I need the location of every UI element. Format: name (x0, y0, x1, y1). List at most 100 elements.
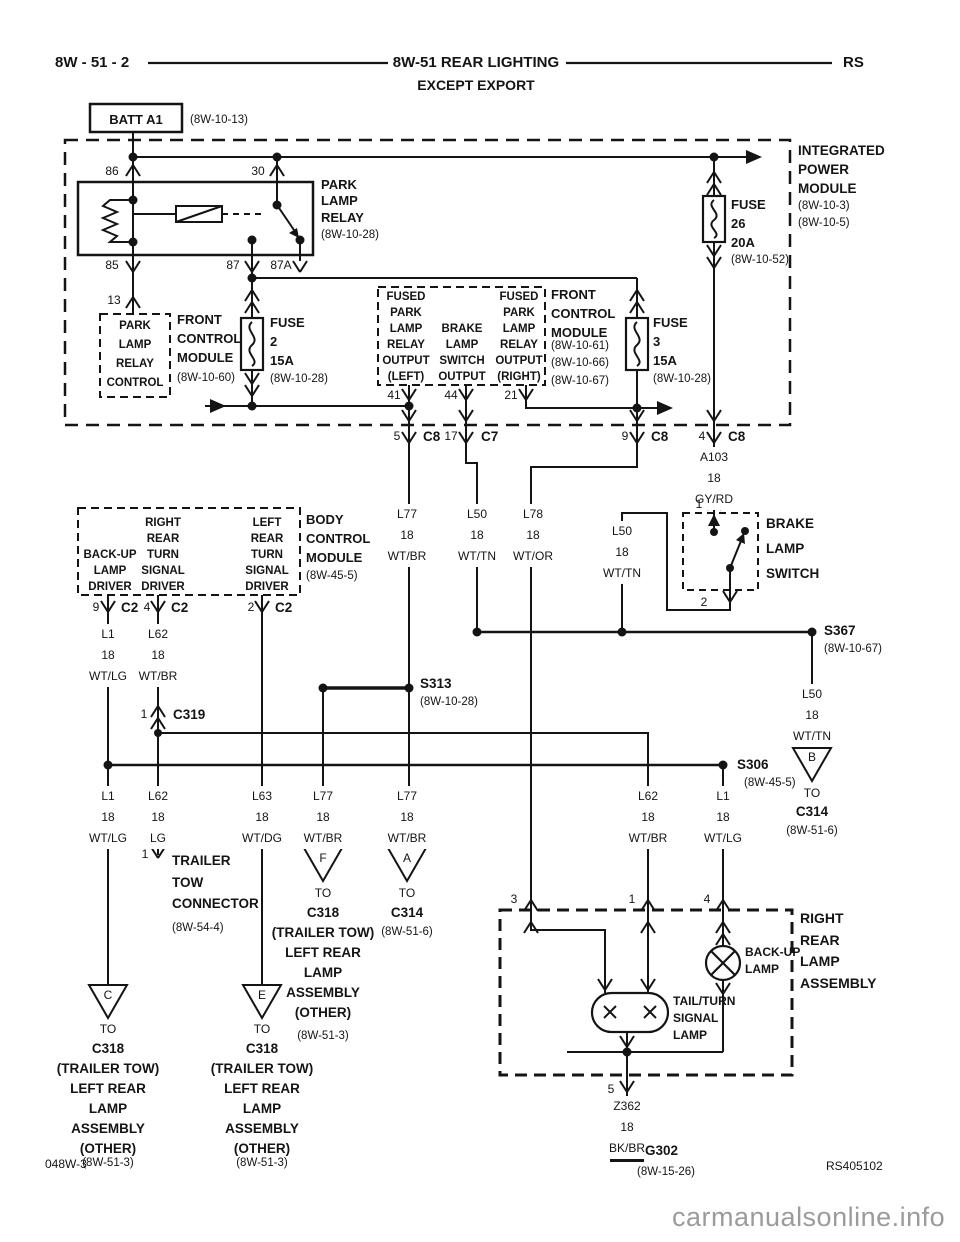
fcm-out-brake: BRAKE LAMP SWITCH OUTPUT (438, 323, 486, 384)
triangle-e-to: TO (253, 1022, 271, 1036)
connector-c2-b: C2 (171, 600, 189, 615)
triangle-b-icon (791, 747, 833, 784)
junction-dots (103, 152, 817, 1057)
fcm-pin-44: 44 (444, 388, 458, 402)
fuse26-icon (701, 194, 727, 244)
triangle-f-letter: F (319, 851, 327, 865)
rrla-backup-lamp-label: BACK-UP LAMP (745, 945, 801, 976)
triangle-c-ref: (8W-51-3) (82, 1157, 134, 1169)
trailer-tow-ref: (8W-54-4) (172, 922, 224, 934)
page-id: 8W - 51 - 2 (55, 54, 130, 71)
connector-c7: C7 (481, 429, 499, 444)
bcm-name: BODY CONTROL MODULE (306, 512, 371, 565)
wire-rail-right (525, 385, 670, 409)
rrla-pin3-path (530, 898, 606, 993)
relay-pin-87a: 87A (270, 258, 292, 272)
rrla-pin-3: 3 (510, 892, 518, 906)
connector-c2-c: C2 (275, 600, 293, 615)
fuse2-wave-icon (248, 321, 256, 367)
fuse26-name: FUSE 26 20A (731, 197, 766, 250)
ipm-box (63, 138, 792, 427)
rrla-pin-4: 4 (703, 892, 711, 906)
relay-pin-30: 30 (251, 164, 265, 178)
wire-label-z362: Z362 18 BK/BR (605, 1096, 649, 1159)
tail-turn-lamp-icon (590, 991, 670, 1034)
triangle-f-ref: (8W-51-3) (297, 1030, 349, 1042)
fcm-out-left: FUSED PARK LAMP RELAY OUTPUT (LEFT) (382, 291, 430, 384)
diagram-code: RS405102 (826, 1159, 883, 1173)
triangle-a-to: TO (398, 886, 416, 900)
relay-pin-87: 87 (226, 258, 240, 272)
triangle-e-letter: E (257, 988, 267, 1002)
relay-pin-85: 85 (105, 258, 119, 272)
triangle-a-letter: A (402, 851, 412, 865)
wire-label-l77-a: L77 18 WT/BR (384, 786, 430, 849)
bcm-backup-driver: BACK-UP LAMP DRIVER (83, 549, 137, 594)
fuse2-ref: (8W-10-28) (270, 373, 328, 385)
bcm-right-turn-driver: RIGHT REAR TURN SIGNAL DRIVER (141, 517, 185, 594)
triangle-a-ref: (8W-51-6) (381, 926, 433, 938)
fcm-left-function: PARK LAMP RELAY CONTROL (106, 320, 164, 389)
region-code: RS (843, 54, 864, 71)
c7-pin-17: 17 (444, 429, 458, 443)
fcm-out-right: FUSED PARK LAMP RELAY OUTPUT (RIGHT) (495, 291, 543, 384)
triangle-f-to: TO (314, 886, 332, 900)
splice-s313: S313 (420, 676, 452, 691)
splice-s313-ref: (8W-10-28) (420, 696, 478, 708)
connector-c2-a: C2 (121, 600, 139, 615)
triangle-b-ref: (8W-51-6) (786, 825, 838, 837)
fcm-pin-41: 41 (387, 388, 401, 402)
connector-c8-c: C8 (728, 429, 746, 444)
fcm-mid-box (377, 286, 546, 386)
connector-c319: C319 (173, 707, 206, 722)
brake-switch-pin-1: 1 (695, 497, 703, 511)
bcm-pin-2: 2 (247, 600, 255, 614)
backup-lamp-icon (704, 944, 742, 982)
chevrons-down (100, 244, 738, 1093)
triangle-c-dest: C318 (TRAILER TOW) LEFT REAR LAMP ASSEMB… (56, 1041, 160, 1156)
fcm-mid-name: FRONT CONTROL MODULE (551, 287, 616, 340)
wire-label-l78: L78 18 WT/OR (510, 504, 556, 567)
chevrons-up (125, 164, 731, 946)
park-lamp-relay-box (76, 180, 315, 257)
triangle-a-dest: C314 (390, 905, 424, 920)
relay-pin-86: 86 (105, 164, 119, 178)
wire-label-l62-right: L62 18 WT/BR (625, 786, 671, 849)
ipm-name: INTEGRATED POWER MODULE (798, 143, 885, 197)
triangle-e-dest: C318 (TRAILER TOW) LEFT REAR LAMP ASSEMB… (210, 1041, 314, 1156)
splice-s306-ref: (8W-45-5) (744, 777, 796, 789)
relay-armature (276, 204, 295, 231)
brake-lamp-switch-box (682, 512, 759, 591)
fcm-pin-13: 13 (107, 293, 121, 307)
relay-coil-slash (175, 205, 223, 223)
ipm-refs: (8W-10-3) (8W-10-5) (798, 200, 850, 230)
fuse3-ref: (8W-10-28) (653, 373, 711, 385)
fcm-mid-refs: (8W-10-61) (8W-10-66) (8W-10-67) (551, 340, 609, 387)
wire-label-l77-f: L77 18 WT/BR (300, 786, 346, 849)
bcm-pin-4: 4 (143, 600, 151, 614)
fuse3-name: FUSE 3 15A (653, 315, 688, 368)
triangle-c-letter: C (103, 988, 113, 1002)
connector-c8-a: C8 (423, 429, 441, 444)
wire-label-a103: A103 18 GY/RD (691, 447, 737, 510)
battery-box (88, 102, 184, 134)
triangle-b-to: TO (803, 786, 821, 800)
flow-arrow-icons (210, 150, 762, 544)
wire-label-l50-switch: L50 18 WT/TN (600, 521, 644, 584)
fcm-left-name: FRONT CONTROL MODULE (177, 312, 242, 365)
relay-ref: (8W-10-28) (321, 229, 379, 241)
wire-label-l1-right: L1 18 WT/LG (701, 786, 745, 849)
wire-label-l1-top: L1 18 WT/LG (86, 624, 130, 687)
relay-name: PARK LAMP RELAY (321, 177, 364, 225)
fuse3-icon (624, 316, 650, 372)
bcm-ref: (8W-45-5) (306, 570, 358, 582)
triangle-e-ref: (8W-51-3) (236, 1157, 288, 1169)
fcm-left-box (99, 313, 171, 398)
fuse2-icon (239, 316, 265, 372)
page-title: 8W-51 REAR LIGHTING (392, 54, 560, 71)
fcm-pin-21: 21 (504, 388, 518, 402)
relay-resistor (100, 199, 133, 243)
connector-c8-b: C8 (651, 429, 669, 444)
trailer-tow-pin-1: 1 (141, 847, 149, 861)
